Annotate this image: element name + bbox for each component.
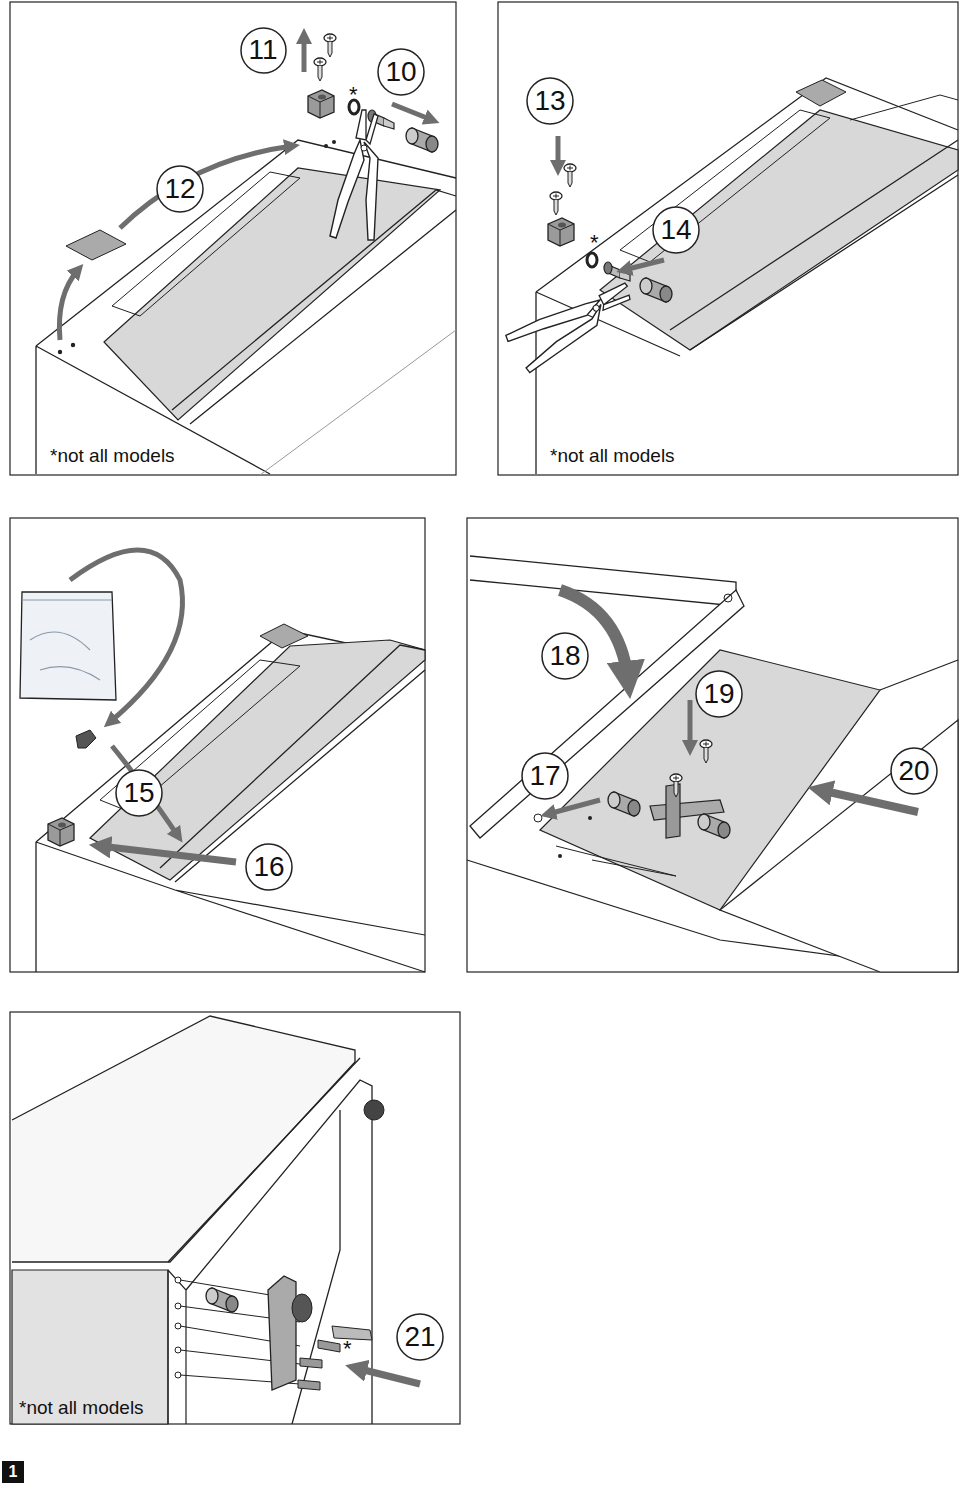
footnote-asterisk: * <box>343 1337 352 1361</box>
footnote-asterisk: * <box>590 231 599 255</box>
callout-number: 13 <box>534 87 565 115</box>
step-number-box: 1 <box>2 1461 24 1483</box>
callout-circle: 20 <box>890 747 938 795</box>
footnote-asterisk: * <box>349 83 358 107</box>
footnote-note: *not all models <box>19 1398 144 1419</box>
step-number: 1 <box>9 1464 18 1480</box>
callout-number: 14 <box>660 216 691 244</box>
callout-number: 21 <box>404 1323 435 1351</box>
callout-number: 18 <box>549 642 580 670</box>
callout-number: 16 <box>253 853 284 881</box>
callout-circle: 15 <box>115 769 163 817</box>
callout-circle: 19 <box>695 670 743 718</box>
footnote-note: *not all models <box>550 446 675 467</box>
callout-number: 19 <box>703 680 734 708</box>
callout-number: 10 <box>385 58 416 86</box>
callout-circle: 13 <box>526 77 574 125</box>
callout-number: 11 <box>248 36 277 64</box>
callout-circle: 11 <box>240 27 287 74</box>
callout-circle: 18 <box>541 632 589 680</box>
callout-circle: 14 <box>652 206 700 254</box>
callout-circle: 17 <box>521 752 569 800</box>
callout-circle: 21 <box>396 1313 444 1361</box>
callout-number: 17 <box>529 762 560 790</box>
callout-number: 12 <box>164 175 195 203</box>
callout-number: 20 <box>898 757 929 785</box>
callout-circle: 12 <box>156 165 204 213</box>
callout-circle: 10 <box>377 48 425 96</box>
footnote-note: *not all models <box>50 446 175 467</box>
callout-circle: 16 <box>245 843 293 891</box>
callout-number: 15 <box>123 779 154 807</box>
